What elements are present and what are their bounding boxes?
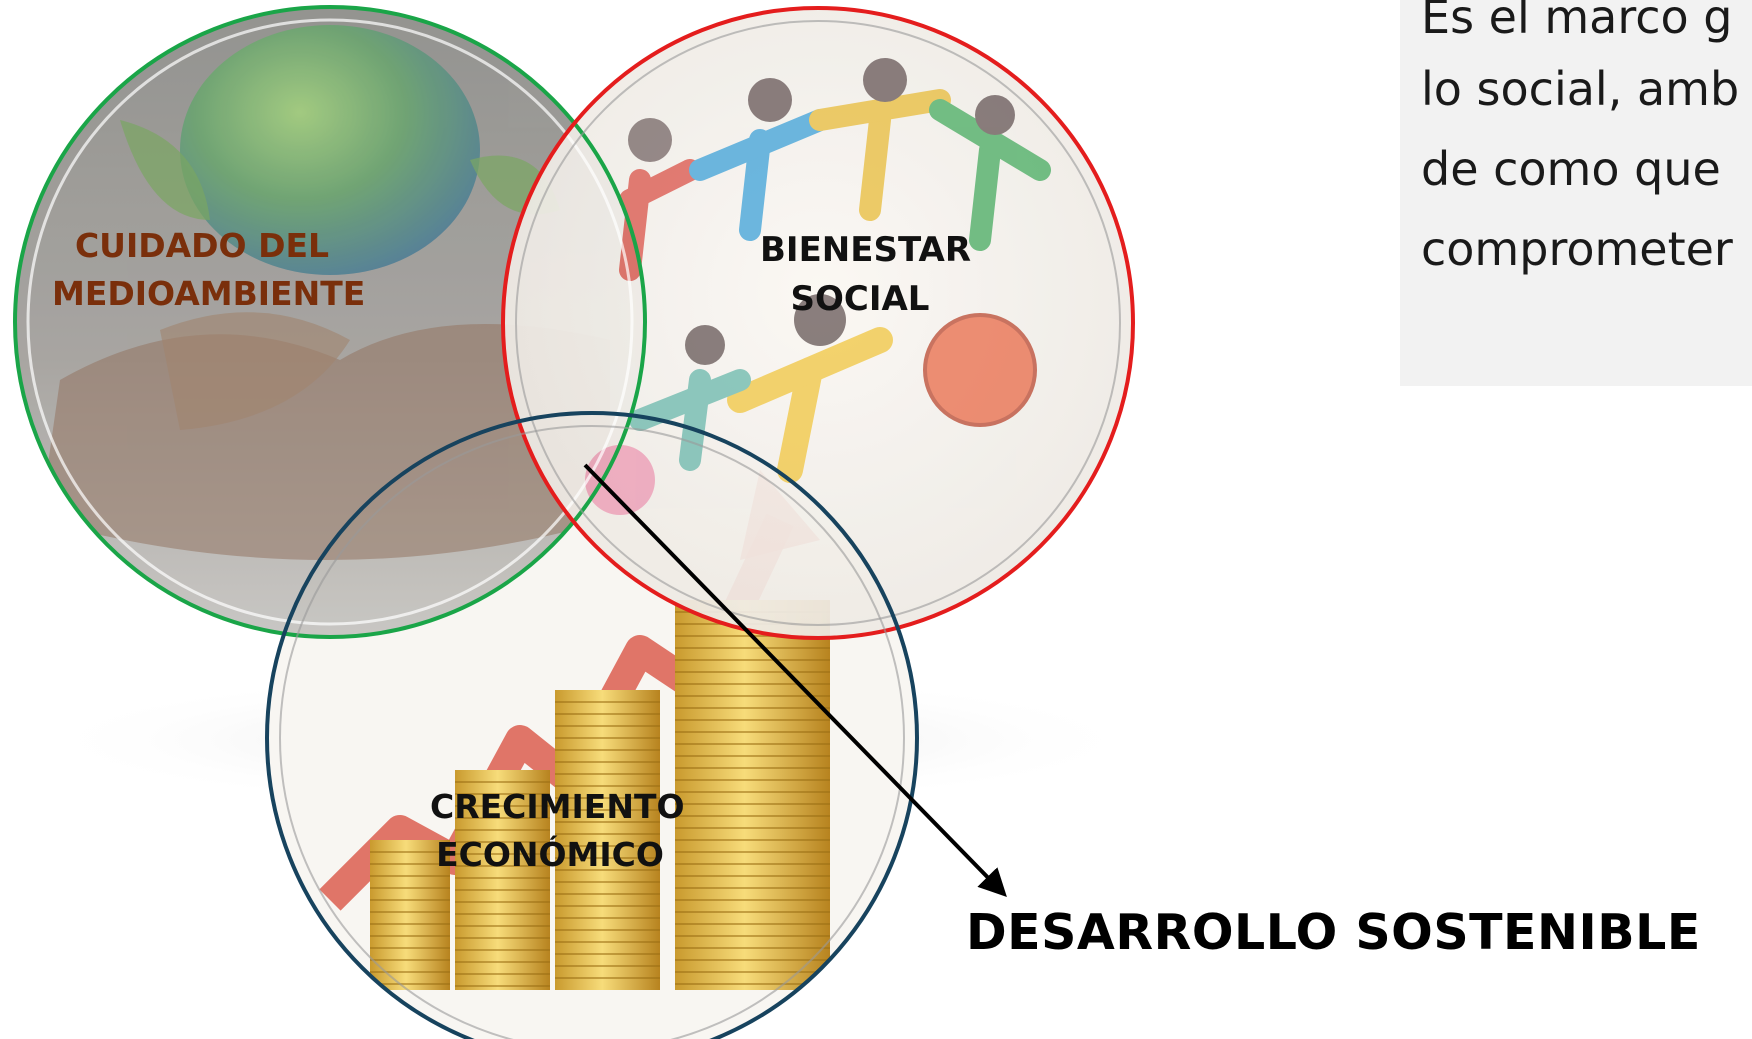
economic-ring xyxy=(265,411,919,1039)
definition-line-2: lo social, amb xyxy=(1421,62,1740,116)
economic-label-line2: ECONÓMICO xyxy=(436,834,664,874)
social-ring xyxy=(501,6,1135,640)
definition-line-1: Es el marco g xyxy=(1421,0,1733,44)
environment-label: CUIDADO DEL MEDIOAMBIENTE xyxy=(52,222,366,318)
environment-label-line2: MEDIOAMBIENTE xyxy=(52,273,366,313)
environment-label-line1: CUIDADO DEL xyxy=(74,226,330,265)
definition-text-box: Es el marco g lo social, amb de como que… xyxy=(1400,0,1752,386)
economic-label-line1: CRECIMIENTO xyxy=(430,787,685,826)
definition-line-3: de como que xyxy=(1421,142,1721,196)
social-circle xyxy=(503,8,1133,638)
economic-inner-ring xyxy=(279,425,905,1039)
social-label-line2: SOCIAL xyxy=(790,279,930,320)
environment-inner-ring xyxy=(26,18,634,626)
social-label-line1: BIENESTAR xyxy=(760,230,972,270)
earth-in-hands-graphic xyxy=(40,25,610,560)
economic-label: CRECIMIENTO ECONÓMICO xyxy=(430,783,685,879)
sustainable-development-label: DESARROLLO SOSTENIBLE xyxy=(966,904,1701,961)
environment-ring xyxy=(13,5,647,639)
paper-people-graphic xyxy=(585,58,1051,515)
intersection-arrow xyxy=(583,463,1007,898)
definition-line-4: comprometer xyxy=(1421,222,1733,276)
economic-circle xyxy=(267,413,917,1039)
coin-stacks-graphic xyxy=(370,600,830,990)
social-label: BIENESTAR SOCIAL xyxy=(760,226,972,325)
social-inner-ring xyxy=(515,20,1121,626)
